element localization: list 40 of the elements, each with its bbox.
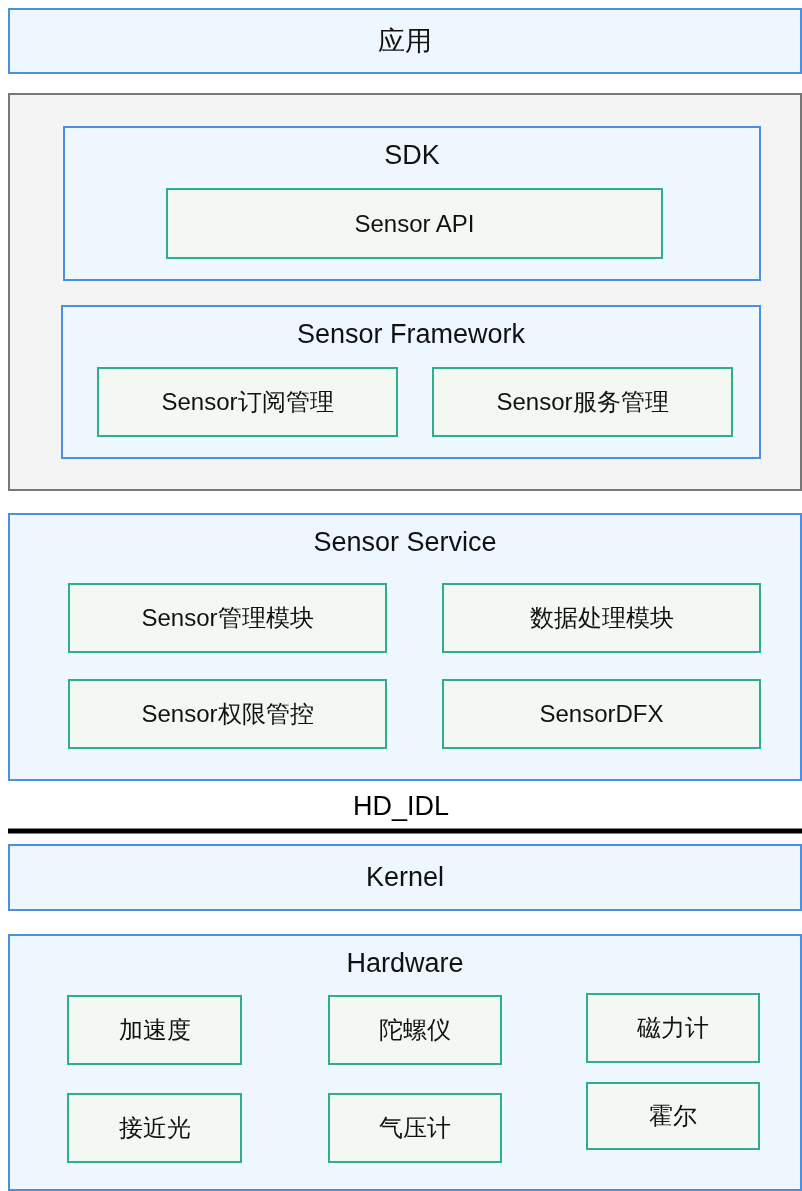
module-label: 陀螺仪 xyxy=(378,1016,452,1044)
module-box xyxy=(586,993,760,1063)
module-box xyxy=(68,583,387,653)
layer-panel xyxy=(8,934,802,1191)
module-label: 气压计 xyxy=(378,1114,452,1142)
module-box xyxy=(442,583,761,653)
layer-heading: Hardware xyxy=(345,948,465,979)
module-label: Sensor订阅管理 xyxy=(160,388,335,416)
module-label: SensorDFX xyxy=(538,700,665,728)
module-label: Kernel xyxy=(364,862,445,893)
layer-heading: Sensor Service xyxy=(312,527,498,558)
module-box xyxy=(328,995,502,1065)
module-label: 磁力计 xyxy=(636,1014,710,1042)
module-label: Sensor权限管控 xyxy=(140,700,315,728)
module-label: 霍尔 xyxy=(648,1102,698,1130)
interface-label: HD_IDL xyxy=(352,790,450,822)
layer-panel xyxy=(63,126,761,281)
module-box xyxy=(166,188,663,259)
layer-panel xyxy=(61,305,761,459)
module-box xyxy=(68,679,387,749)
module-box xyxy=(328,1093,502,1163)
module-box xyxy=(8,8,802,74)
module-box xyxy=(67,995,242,1065)
module-label: Sensor服务管理 xyxy=(495,388,670,416)
module-box xyxy=(442,679,761,749)
layer-heading: Sensor Framework xyxy=(295,319,527,350)
module-label: 接近光 xyxy=(117,1114,192,1142)
module-box xyxy=(586,1082,760,1150)
module-label: 数据处理模块 xyxy=(528,604,675,632)
layer-heading: SDK xyxy=(383,140,441,171)
group-panel xyxy=(8,93,802,491)
module-label: Sensor API xyxy=(353,209,476,238)
layer-panel xyxy=(8,513,802,781)
module-box xyxy=(67,1093,242,1163)
module-box xyxy=(8,844,802,911)
module-box xyxy=(432,367,733,437)
module-label: 加速度 xyxy=(117,1016,192,1044)
module-label: 应用 xyxy=(377,25,433,57)
module-label: Sensor管理模块 xyxy=(140,604,315,632)
module-box xyxy=(97,367,398,437)
